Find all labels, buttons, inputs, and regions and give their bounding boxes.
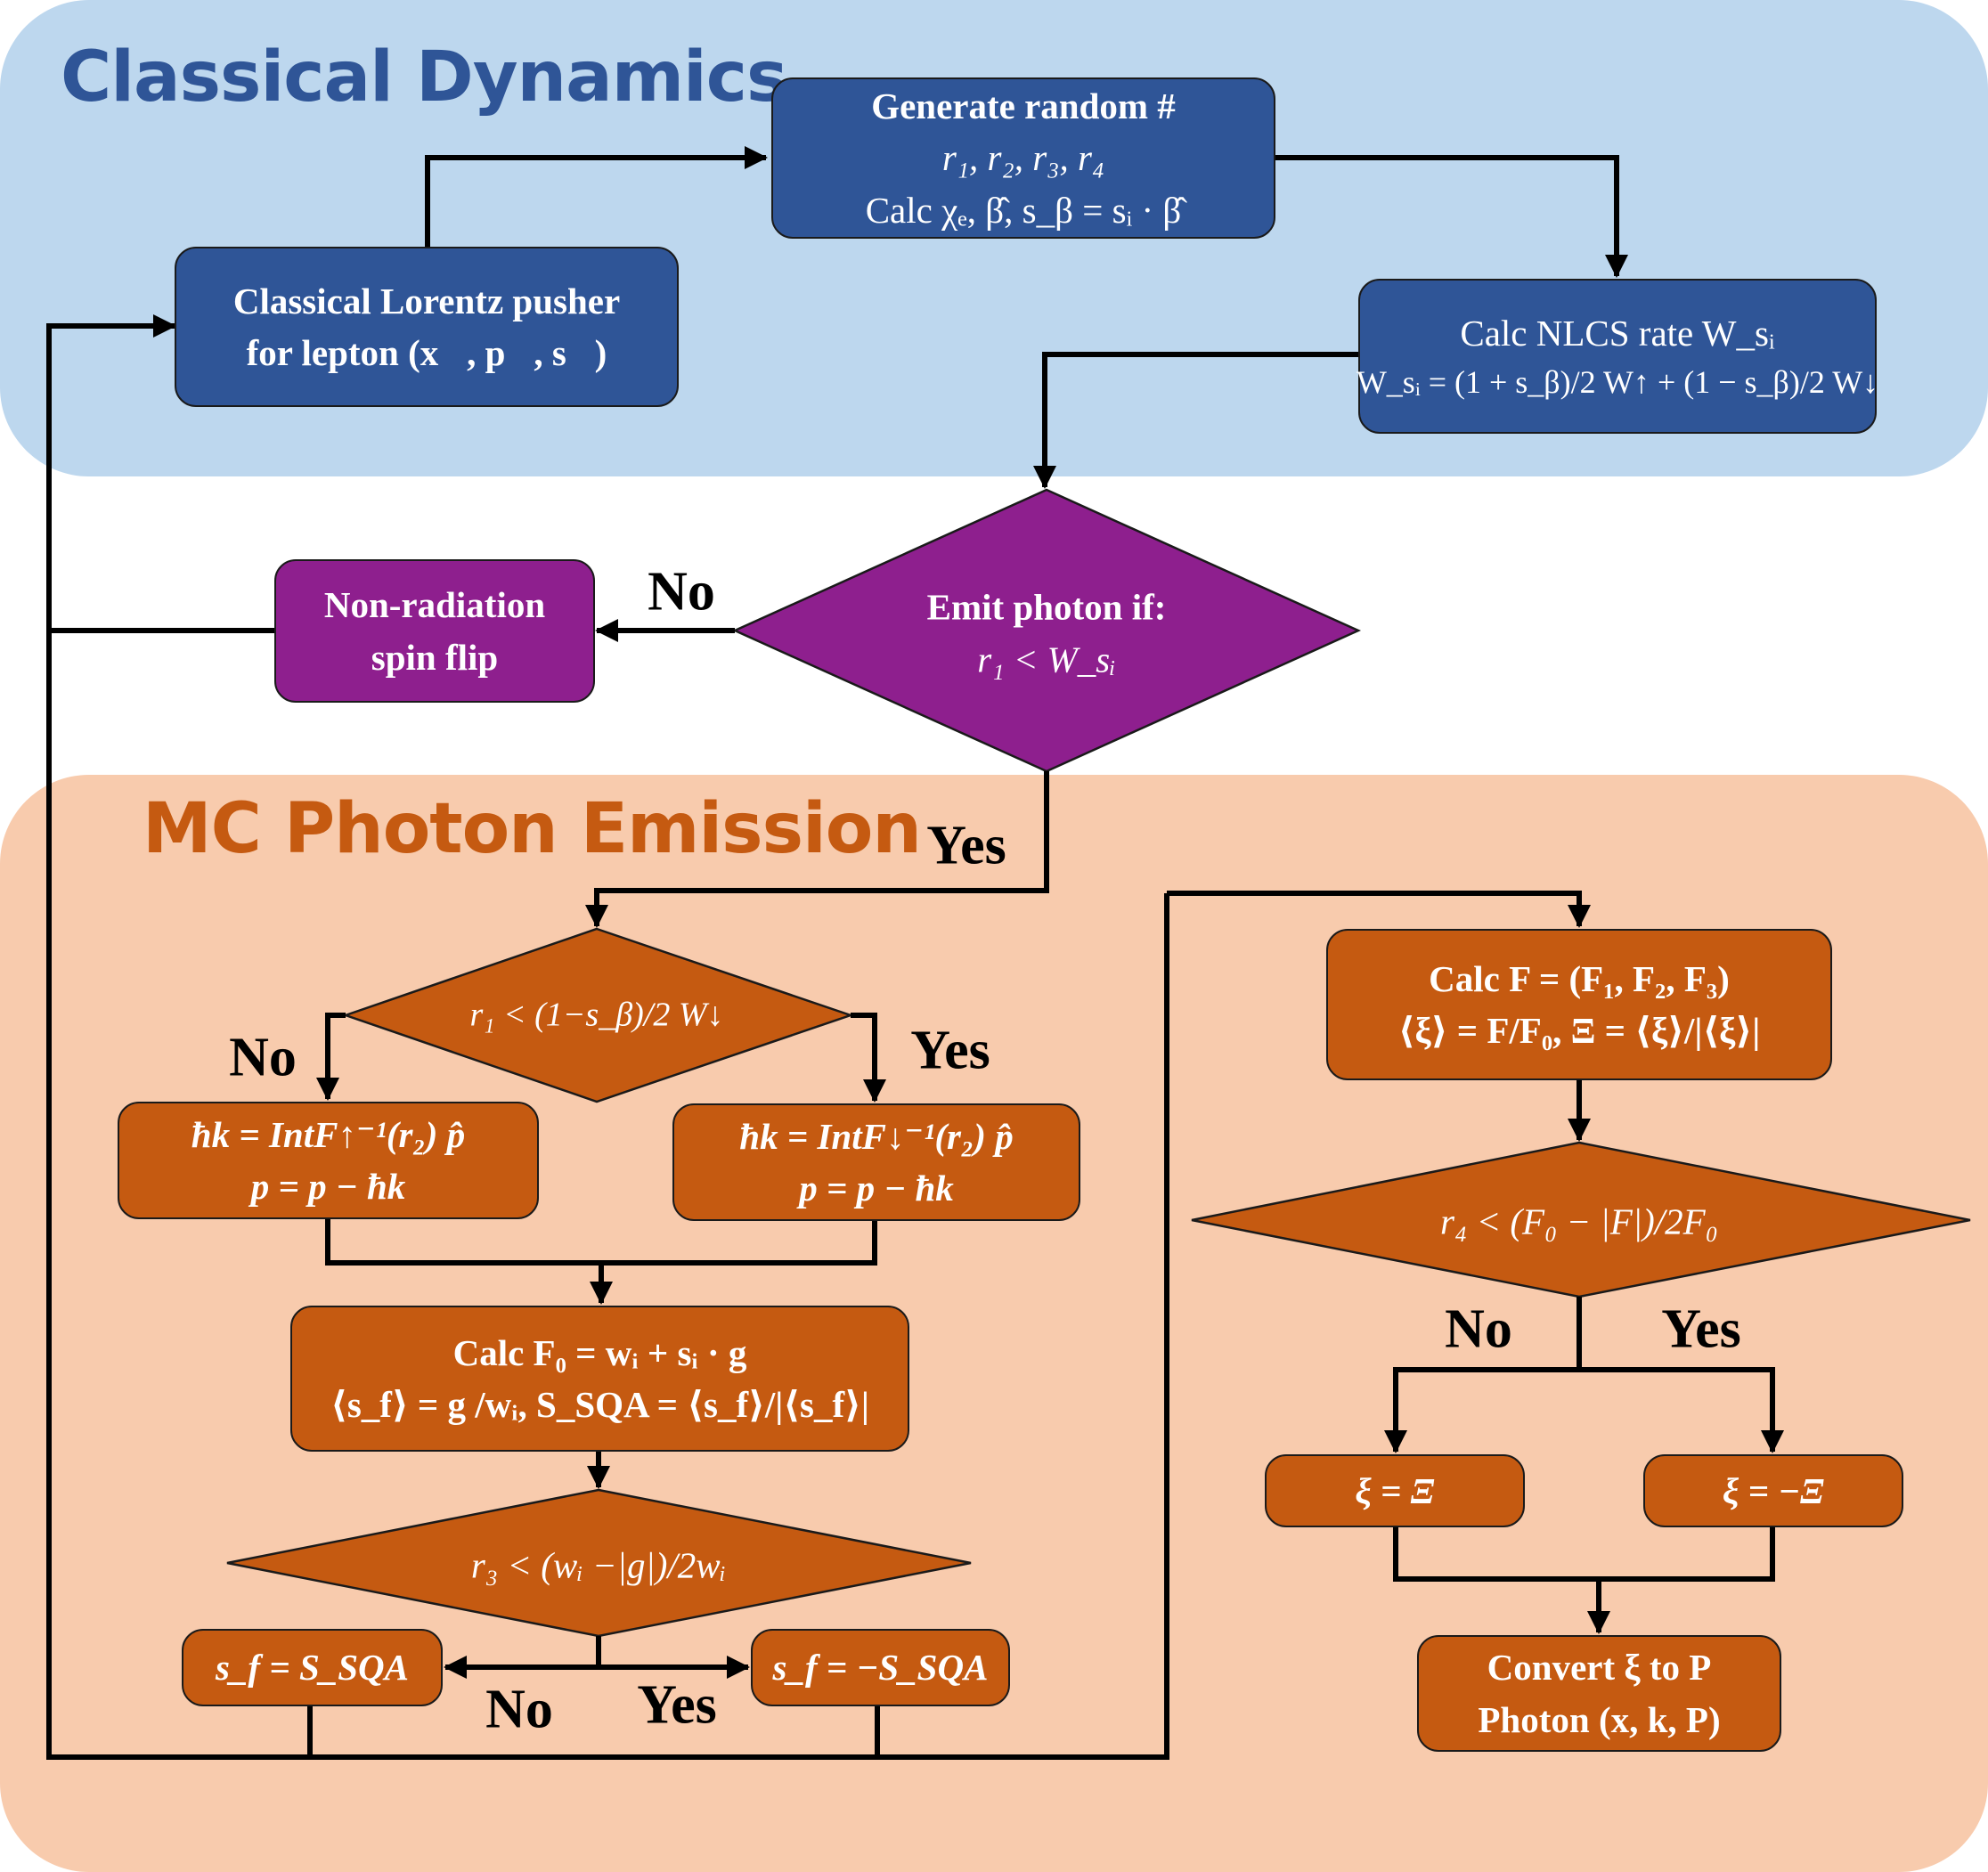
emit-decision-line-2: r₁ < W_sᵢ: [977, 639, 1116, 680]
k-down-line-1: ħk = IntF↓⁻¹(r₂) p̂: [739, 1115, 1014, 1157]
r4-decision-line: r₄ < (F₀ − |F|)/2F₀: [1440, 1201, 1718, 1242]
xi-minus-text: ξ = −Ξ: [1722, 1469, 1825, 1511]
k-up-line-1: ħk = IntF↑⁻¹(r₂) p̂: [191, 1113, 466, 1155]
r1-decision-diamond: [342, 927, 854, 1103]
r1-no-label: No: [229, 1027, 297, 1088]
r1-yes-label: Yes: [910, 1020, 990, 1081]
convert-box: Convert ξ to P Photon (x, k, P): [1417, 1635, 1781, 1752]
calc-f0-line-2: ⟨s_f⟩ = g /wᵢ, S_SQA = ⟨s_f⟩/|⟨s_f⟩|: [330, 1384, 869, 1425]
emit-yes-label: Yes: [926, 815, 1006, 876]
emit-no-label: No: [648, 561, 715, 623]
sf-minus-box: s_f = −S_SQA: [751, 1629, 1010, 1706]
sf-plus-box: s_f = S_SQA: [182, 1629, 443, 1706]
edge-xi-merge: [1393, 1527, 1775, 1582]
convert-line-2: Photon (x, k, P): [1478, 1698, 1721, 1740]
generate-random-line-1: Generate random #: [871, 85, 1176, 127]
edge-r4-no: [1384, 1367, 1579, 1453]
sf-plus-text: s_f = S_SQA: [215, 1647, 410, 1689]
generate-random-box: Generate random # r₁, r₂, r₃, r₄ Calc χₑ…: [771, 77, 1275, 239]
xi-plus-box: ξ = Ξ: [1265, 1454, 1525, 1527]
k-down-box: ħk = IntF↓⁻¹(r₂) p̂ p = p − ħk: [672, 1103, 1080, 1221]
edge-r4-yes: [1579, 1367, 1784, 1453]
edge-nlcs-to-emit: [1033, 352, 1358, 489]
non-radiation-line-2: spin flip: [371, 636, 499, 678]
xi-plus-text: ξ = Ξ: [1355, 1469, 1435, 1511]
classical-dynamics-title: Classical Dynamics: [61, 37, 787, 118]
r3-decision-text: r₃ < (wᵢ −|g|)/2wᵢ: [471, 1539, 726, 1591]
lorentz-pusher-line-1: Classical Lorentz pusher: [232, 280, 621, 321]
edge-k-merge: [325, 1219, 877, 1266]
emit-decision-text: Emit photon if: r₁ < W_sᵢ: [927, 582, 1167, 688]
edge-r1-yes: [851, 1013, 886, 1103]
r3-no-label: No: [485, 1679, 553, 1740]
non-radiation-line-1: Non-radiation: [323, 584, 546, 626]
calc-f-box: Calc F = (F₁, F₂, F₃) ⟨ξ⟩ = F/F₀, Ξ = ⟨ξ…: [1326, 929, 1832, 1080]
generate-random-line-3: Calc χₑ, β̂, s_β = sᵢ · β̂: [865, 189, 1182, 231]
r4-no-label: No: [1445, 1298, 1512, 1360]
edge-feedback-loop: [46, 314, 1169, 1760]
lorentz-pusher-box: Classical Lorentz pusher for lepton (x⃗,…: [175, 247, 679, 407]
nlcs-rate-box: Calc NLCS rate W_sᵢ W_sᵢ = (1 + s_β)/2 W…: [1356, 279, 1879, 434]
convert-line-1: Convert ξ to P: [1487, 1647, 1712, 1689]
k-down-line-2: p = p − ħk: [799, 1168, 954, 1209]
calc-f-line-2: ⟨ξ⟩ = F/F₀, Ξ = ⟨ξ⟩/|⟨ξ⟩|: [1397, 1010, 1761, 1051]
xi-minus-box: ξ = −Ξ: [1643, 1454, 1903, 1527]
edge-loop-to-calc-f: [1167, 891, 1591, 928]
edge-generate-to-nlcs: [1275, 155, 1628, 278]
edge-pusher-to-generate: [425, 146, 768, 247]
sf-minus-text: s_f = −S_SQA: [772, 1647, 989, 1689]
mc-photon-emission-title: MC Photon Emission: [143, 789, 922, 869]
k-up-line-2: p = p − ħk: [250, 1166, 406, 1207]
non-radiation-box: Non-radiation spin flip: [274, 559, 595, 703]
nlcs-rate-line-1: Calc NLCS rate W_sᵢ: [1460, 313, 1775, 354]
r1-decision-line: r₁ < (1−s_β)/2 W↓: [469, 996, 724, 1034]
emit-decision-line-1: Emit photon if:: [926, 586, 1167, 628]
calc-f-line-1: Calc F = (F₁, F₂, F₃): [1429, 957, 1730, 999]
calc-f0-box: Calc F₀ = wᵢ + sᵢ · g ⟨s_f⟩ = g /wᵢ, S_S…: [290, 1306, 909, 1452]
calc-f0-line-1: Calc F₀ = wᵢ + sᵢ · g: [452, 1331, 747, 1373]
edge-emit-yes: [585, 771, 1049, 928]
r3-decision-line: r₃ < (wᵢ −|g|)/2wᵢ: [470, 1544, 727, 1586]
edge-r1-no: [316, 1013, 346, 1101]
generate-random-line-2: r₁, r₂, r₃, r₄: [941, 137, 1105, 179]
r4-decision-text: r₄ < (F₀ − |F|)/2F₀: [1440, 1195, 1718, 1248]
k-up-box: ħk = IntF↑⁻¹(r₂) p̂ p = p − ħk: [118, 1102, 539, 1219]
r4-yes-label: Yes: [1661, 1298, 1741, 1360]
nlcs-rate-line-2: W_sᵢ = (1 + s_β)/2 W↑ + (1 − s_β)/2 W↓: [1356, 363, 1879, 400]
r1-decision-text: r₁ < (1−s_β)/2 W↓: [469, 990, 723, 1039]
lorentz-pusher-line-2: for lepton (x⃗, p⃗, s⃗): [246, 332, 607, 373]
r3-yes-label: Yes: [637, 1674, 717, 1736]
